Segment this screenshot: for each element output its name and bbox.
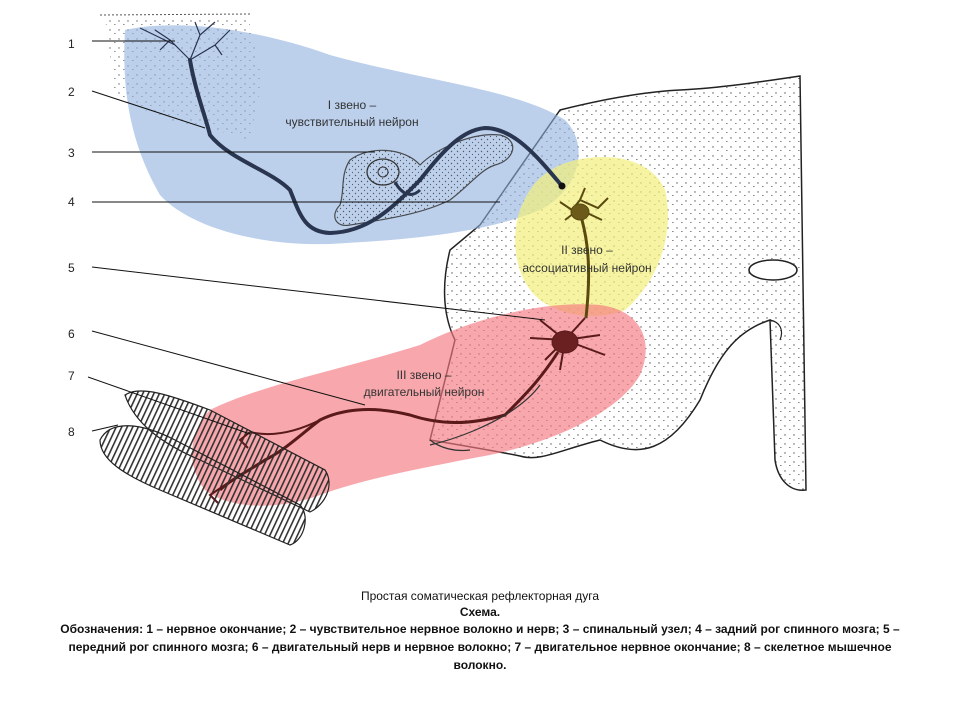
ventral-root [429,384,541,452]
label-number-4: 4 [68,195,75,209]
associative-zone-label-line2: ассоциативный нейрон [522,261,651,275]
caption-title: Простая соматическая рефлекторная дуга [360,589,600,603]
sensory-zone [124,25,579,245]
nerve-ending [139,21,231,61]
sensory-zone-label-line2: чувствительный нейрон [285,115,418,129]
spinal-ganglion [334,134,514,227]
caption-legend: Обозначения: 1 – нервное окончание; 2 – … [60,622,900,672]
caption-subtitle: Схема. [459,605,501,619]
motor-zone [192,304,646,506]
leader-lines [87,40,546,435]
label-number-3: 3 [68,146,75,160]
label-number-8: 8 [68,425,75,439]
sensory-fiber [188,58,564,236]
motor-end-plates [208,431,251,504]
synapse-dot [558,182,566,190]
muscle-fibers [99,390,330,546]
ganglion-process [393,181,422,196]
motor-zone-label-line1: III звено – [396,368,451,382]
label-number-7: 7 [68,369,75,383]
label-number-5: 5 [68,261,75,275]
label-number-2: 2 [68,85,75,99]
ganglion-neuron [366,158,400,186]
associative-zone-label-line1: II звено – [561,243,613,257]
caption: Простая соматическая рефлекторная дуга С… [0,588,960,674]
interneuron [559,187,609,319]
reflex-arc-diagram: 1 2 3 4 5 6 7 8 I звено – чувствительный… [68,13,807,546]
sensory-zone-label-line1: I звено – [328,98,377,112]
associative-zone [515,157,669,316]
motor-zone-label-line2: двигательный нейрон [364,385,485,399]
label-number-1: 1 [68,37,75,51]
central-canal [748,259,798,281]
label-number-6: 6 [68,327,75,341]
